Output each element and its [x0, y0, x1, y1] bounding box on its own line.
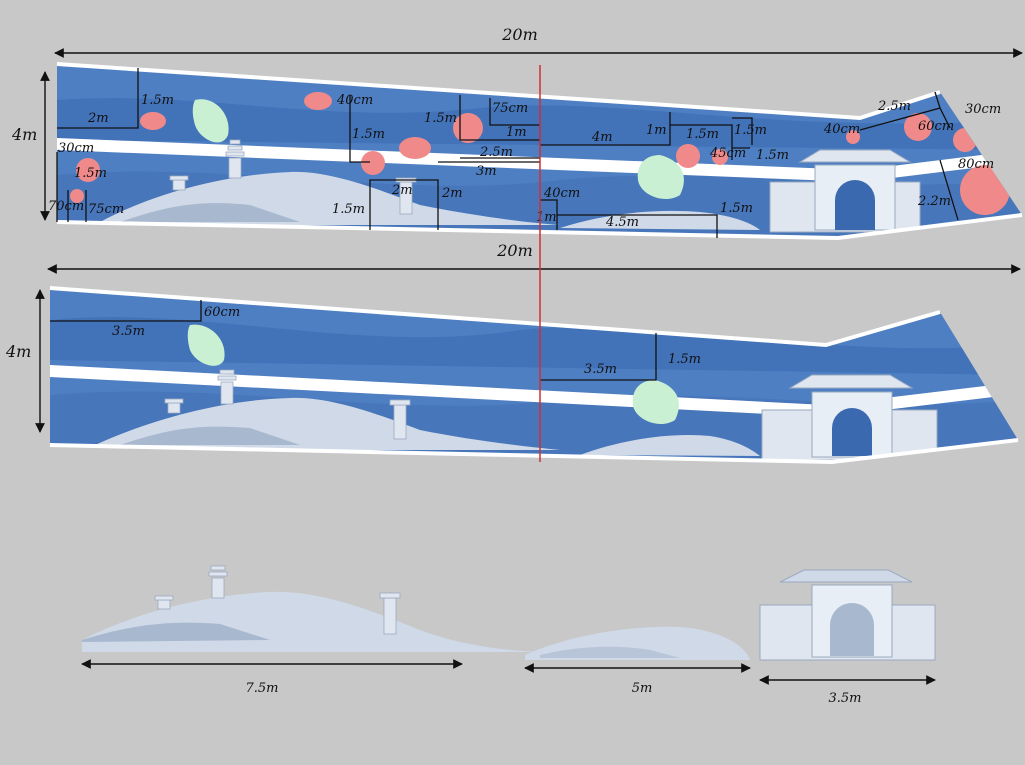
- dim-label: 1m: [536, 210, 557, 225]
- dim-label: 40cm: [336, 93, 373, 108]
- tower: [389, 399, 411, 440]
- element-mound: [525, 626, 750, 660]
- leaf-flower: [632, 380, 679, 425]
- bottom-edge: [56, 213, 1023, 241]
- dim-label: 75cm: [88, 202, 124, 217]
- dim-label: 1.5m: [141, 93, 174, 108]
- dim-label: 1.5m: [668, 352, 701, 367]
- panel-middle: 20m 4m: [5, 241, 1021, 465]
- dim-label: 30cm: [58, 141, 94, 156]
- dim-label: 2.2m: [917, 194, 951, 209]
- dim-label: 1.5m: [352, 127, 385, 142]
- pagoda-tall: [217, 369, 237, 405]
- dim-label: 1.5m: [74, 166, 107, 181]
- dim-label: 3m: [476, 164, 497, 179]
- dim-label: 80cm: [958, 157, 994, 172]
- dim-label: 45cm: [709, 146, 746, 161]
- gate: [761, 374, 938, 461]
- top-edge: [56, 62, 941, 121]
- dim-label: 60cm: [204, 305, 240, 320]
- gate-width-label: 3.5m: [828, 691, 861, 706]
- leaf: [192, 99, 229, 143]
- dim-label: 1.5m: [734, 123, 767, 138]
- dim-label: 75cm: [492, 101, 528, 116]
- dim-label: 2m: [441, 186, 463, 201]
- dim-label: 1.5m: [424, 111, 457, 126]
- mound: [560, 210, 760, 230]
- dim-label: 2m: [391, 183, 413, 198]
- leaf: [187, 324, 225, 366]
- dim-label: 2.5m: [877, 99, 911, 114]
- element-hill: [82, 565, 540, 652]
- dim-label: 70cm: [48, 199, 84, 214]
- leader-lines: [56, 68, 959, 238]
- width-label: 20m: [496, 241, 533, 260]
- dim-label: 1.5m: [686, 127, 719, 142]
- dim-label: 60cm: [918, 119, 954, 134]
- leaf-flower: [637, 155, 684, 200]
- height-label: 4m: [11, 125, 37, 144]
- pagoda-small: [169, 175, 189, 191]
- hill-shadow: [120, 203, 300, 222]
- mound: [580, 434, 760, 456]
- white-stripe: [50, 365, 1018, 417]
- pagoda-tall: [225, 139, 245, 179]
- bottom-edge: [49, 438, 1019, 465]
- panel-top: 20m 4m: [11, 25, 1023, 241]
- dim-label: 3.5m: [112, 324, 145, 339]
- dim-label: 1.5m: [332, 202, 365, 217]
- dim-label: 2.5m: [479, 145, 513, 160]
- element-gate: [759, 569, 936, 661]
- dim-label: 4.5m: [605, 215, 639, 230]
- dim-label: 40cm: [543, 186, 580, 201]
- width-label: 20m: [501, 25, 538, 44]
- dim-label: 2m: [87, 111, 109, 126]
- dim-label: 1.5m: [720, 201, 753, 216]
- dim-label: 3.5m: [584, 362, 617, 377]
- gate: [769, 149, 921, 233]
- dim-label: 40cm: [823, 122, 860, 137]
- dim-label: 4m: [591, 130, 613, 145]
- dim-label: 1m: [506, 125, 527, 140]
- mound-width-label: 5m: [632, 681, 653, 696]
- dim-label: 1m: [646, 123, 667, 138]
- hill-width-label: 7.5m: [245, 681, 278, 696]
- leader-lines: [50, 300, 657, 381]
- top-edge: [49, 286, 941, 348]
- dim-label: 1.5m: [756, 148, 789, 163]
- dim-label: 30cm: [965, 102, 1001, 117]
- hill-shadow: [120, 426, 300, 445]
- pagoda-small: [164, 398, 184, 414]
- wave-band: [50, 317, 1018, 375]
- height-label: 4m: [5, 342, 31, 361]
